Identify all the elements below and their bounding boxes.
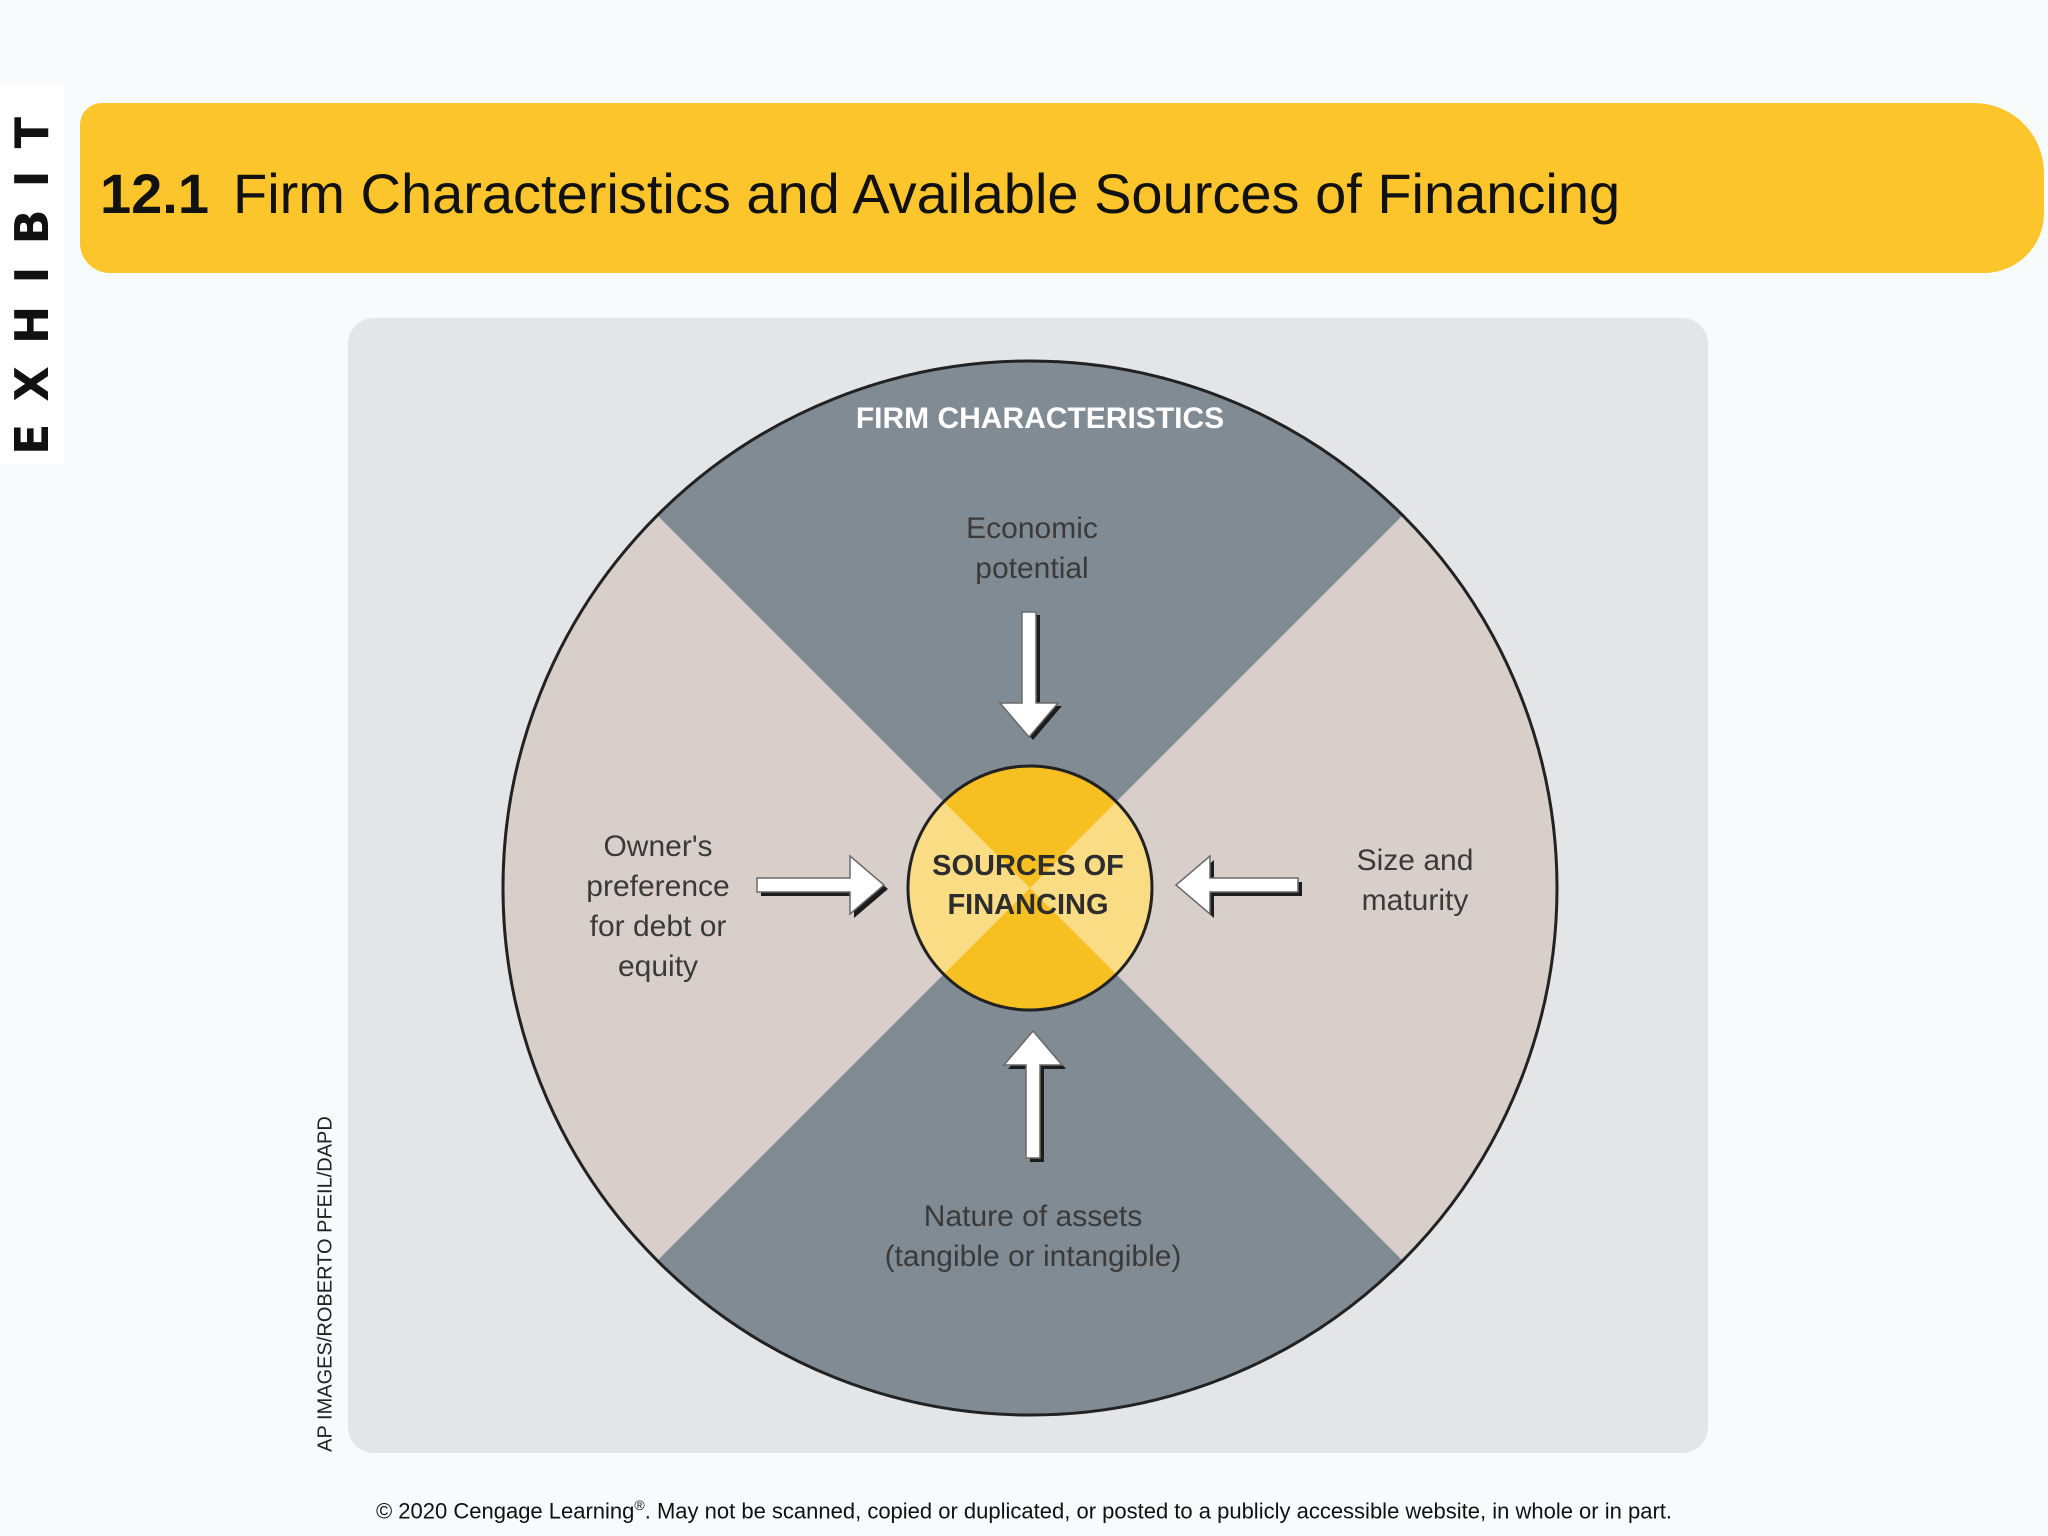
factor-left-line4: equity — [618, 950, 698, 983]
factor-right-line2: maturity — [1362, 884, 1469, 917]
top-wedge — [503, 361, 1557, 888]
title-text: Firm Characteristics and Available Sourc… — [233, 162, 1621, 225]
page-title: 12.1 Firm Characteristics and Available S… — [100, 161, 1620, 226]
center-label-line1: SOURCES OF — [932, 850, 1124, 882]
center-label: SOURCES OF FINANCING — [932, 850, 1124, 921]
factor-top-line1: Economic — [966, 512, 1098, 545]
arrow-bottom — [1002, 1029, 1066, 1162]
arrow-right — [1174, 854, 1302, 918]
center-ring — [906, 764, 1154, 1012]
factor-bottom-line1: Nature of assets — [924, 1200, 1142, 1233]
arrow-left — [756, 854, 888, 918]
factor-left-line1: Owner's — [603, 830, 712, 863]
copyright-footer: © 2020 Cengage Learning®. May not be sca… — [0, 1497, 2048, 1524]
factor-left-line3: for debt or — [590, 910, 727, 943]
bottom-wedge — [503, 888, 1557, 1415]
factor-right-line1: Size and — [1357, 844, 1474, 877]
exhibit-number: 12.1 — [100, 162, 209, 225]
factor-top-line2: potential — [975, 552, 1088, 585]
outer-ring — [501, 359, 1559, 1417]
factor-left-line2: preference — [586, 870, 729, 903]
title-banner: 12.1 Firm Characteristics and Available S… — [80, 103, 2044, 273]
exhibit-sidebar: EXHIBIT — [0, 85, 64, 465]
registered-mark: ® — [634, 1497, 645, 1513]
arrow-top — [998, 611, 1062, 740]
copyright-text: © 2020 Cengage Learning — [375, 1498, 635, 1524]
factor-bottom-line2: (tangible or intangible) — [885, 1240, 1182, 1273]
copyright-notice: . May not be scanned, copied or duplicat… — [644, 1498, 1672, 1524]
center-label-line2: FINANCING — [947, 889, 1108, 921]
factor-labels: Economic potential Size and maturity Nat… — [586, 512, 1473, 1273]
firm-characteristics-label: FIRM CHARACTERISTICS — [856, 402, 1224, 435]
